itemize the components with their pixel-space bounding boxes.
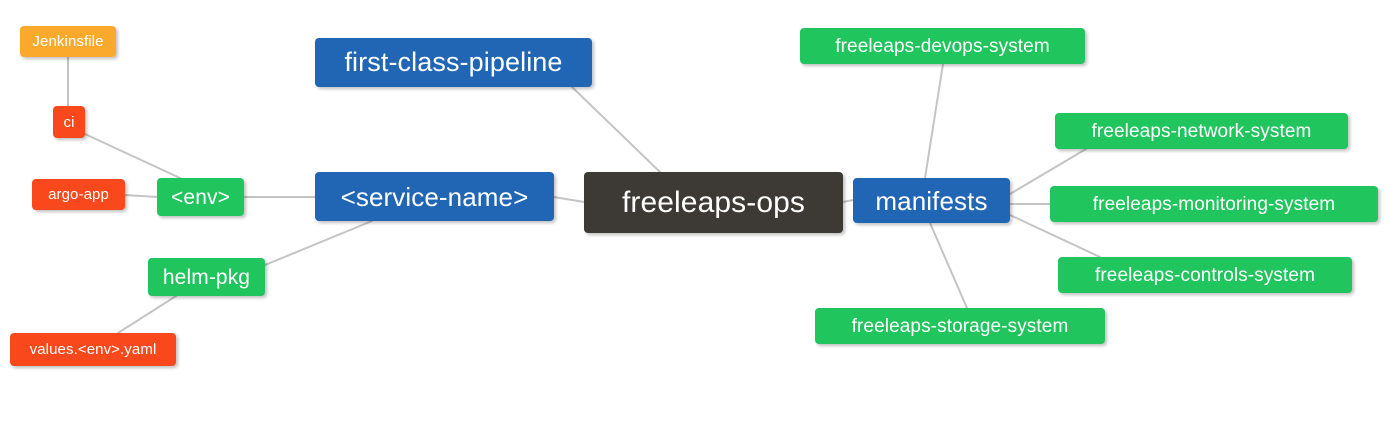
mindmap-node-env[interactable]: <env> [157,178,244,216]
mindmap-node-argo-app[interactable]: argo-app [32,179,125,210]
mindmap-node-freeleaps-ops[interactable]: freeleaps-ops [584,172,843,233]
mindmap-node-manifests[interactable]: manifests [853,178,1010,223]
edge-env-to-argo-app [124,194,158,198]
mindmap-node-label-values-env-yaml: values.<env>.yaml [29,341,157,358]
mindmap-node-freeleaps-controls-system[interactable]: freeleaps-controls-system [1058,257,1352,293]
edge-freeleaps-ops-to-manifests [842,199,854,203]
edge-freeleaps-ops-to-first-class-pipeline [571,86,661,173]
mindmap-node-first-class-pipeline[interactable]: first-class-pipeline [315,38,592,87]
mindmap-node-freeleaps-monitoring-system[interactable]: freeleaps-monitoring-system [1050,186,1378,222]
mindmap-node-label-env: <env> [171,185,230,209]
mindmap-node-freeleaps-devops-system[interactable]: freeleaps-devops-system [800,28,1085,64]
mindmap-node-freeleaps-storage-system[interactable]: freeleaps-storage-system [815,308,1105,344]
mindmap-node-label-freeleaps-storage-system: freeleaps-storage-system [851,315,1069,337]
edge-service-name-to-helm-pkg [264,220,373,266]
mindmap-node-label-manifests: manifests [875,185,988,216]
mindmap-node-label-first-class-pipeline: first-class-pipeline [344,47,563,77]
mindmap-node-ci[interactable]: ci [53,106,85,138]
mindmap-node-label-argo-app: argo-app [48,186,109,203]
edge-manifests-to-freeleaps-devops-system [924,63,944,179]
mindmap-node-helm-pkg[interactable]: helm-pkg [148,258,265,296]
mindmap-node-freeleaps-network-system[interactable]: freeleaps-network-system [1055,113,1348,149]
mindmap-node-label-freeleaps-monitoring-system: freeleaps-monitoring-system [1092,193,1336,215]
mindmap-node-label-Jenkinsfile: Jenkinsfile [32,33,104,50]
mindmap-node-label-freeleaps-ops: freeleaps-ops [621,185,806,219]
edge-freeleaps-ops-to-service-name [553,196,585,203]
mindmap-node-label-service-name: <service-name> [340,181,529,212]
mindmap-node-label-freeleaps-network-system: freeleaps-network-system [1091,120,1312,142]
mindmap-node-values-env-yaml[interactable]: values.<env>.yaml [10,333,176,366]
mindmap-node-label-helm-pkg: helm-pkg [162,265,251,289]
edge-env-to-ci [84,133,181,179]
mindmap-node-label-freeleaps-controls-system: freeleaps-controls-system [1094,264,1316,286]
mindmap-node-label-ci: ci [63,113,75,131]
edge-helm-pkg-to-values-env-yaml [117,295,177,334]
mindmap-node-Jenkinsfile[interactable]: Jenkinsfile [20,26,116,57]
mindmap-node-label-freeleaps-devops-system: freeleaps-devops-system [835,35,1050,57]
mindmap-node-service-name[interactable]: <service-name> [315,172,554,221]
edge-manifests-to-freeleaps-storage-system [929,222,968,309]
